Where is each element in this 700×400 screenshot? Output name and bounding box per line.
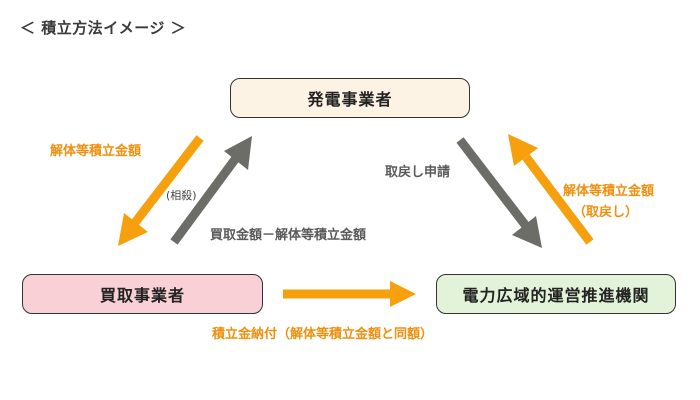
arrow-occto-to-gen xyxy=(508,134,594,245)
node-buyer: 買取事業者 xyxy=(22,274,263,314)
label-gen-to-buyer: 解体等積立金額 xyxy=(50,144,142,159)
node-occto-label: 電力広域的運営推進機関 xyxy=(462,286,650,305)
label-offset: (相殺) xyxy=(166,189,197,202)
node-buyer-label: 買取事業者 xyxy=(99,286,185,305)
arrow-gen-to-buyer xyxy=(118,135,204,246)
node-generator-label: 発電事業者 xyxy=(307,90,393,109)
page-title: ＜ 積立方法イメージ ＞ xyxy=(20,19,187,37)
arrow-buyer-to-gen xyxy=(170,136,252,245)
label-occto-to-gen-line1: 解体等積立金額 xyxy=(563,184,655,199)
label-occto-to-gen-line2: （取戻し） xyxy=(573,205,639,220)
node-generator: 発電事業者 xyxy=(230,78,470,118)
arrow-buyer-to-occto xyxy=(283,281,416,307)
label-withdraw-request: 取戻し申請 xyxy=(385,165,451,180)
node-occto: 電力広域的運営推進機関 xyxy=(436,274,676,314)
label-buyer-to-gen: 買取金額－解体等積立金額 xyxy=(210,228,367,243)
label-buyer-to-occto: 積立金納付（解体等積立金額と同額） xyxy=(212,327,434,342)
arrow-withdraw-request xyxy=(456,137,542,248)
